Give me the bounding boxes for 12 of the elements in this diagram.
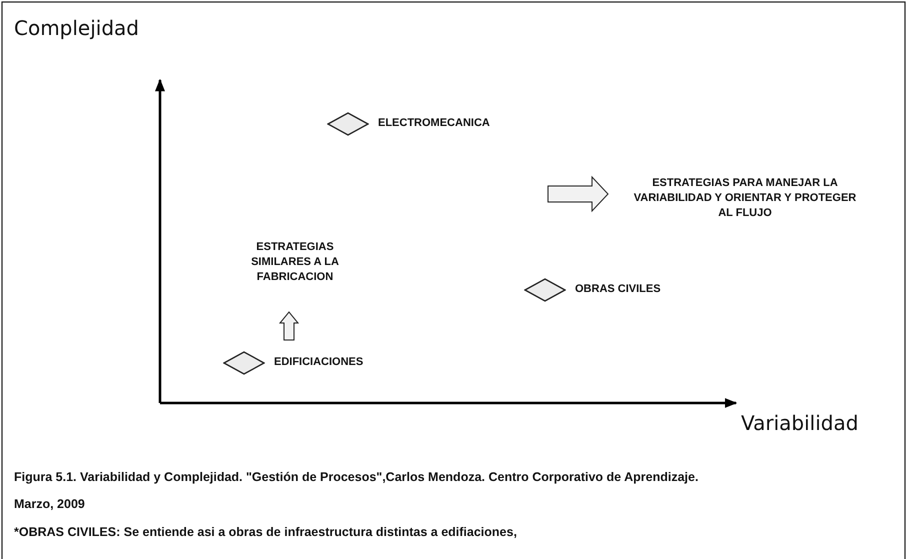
diamond-marker xyxy=(524,278,566,302)
category-label: OBRAS CIVILES xyxy=(575,283,661,295)
footnote-text: *OBRAS CIVILES: Se entiende asi a obras de infraestructura distintas a edifiaciones, xyxy=(14,524,518,541)
axis-title: Variabilidad xyxy=(741,411,860,435)
annotation-text: ESTRATEGIAS PARA MANEJAR LA VARIABILIDAD Y ORIENTAR Y PROTEGER AL FLUJO xyxy=(632,176,858,221)
diamond-marker xyxy=(223,351,265,375)
axis-title: Complejidad xyxy=(14,16,140,40)
category-label: ELECTROMECANICA xyxy=(378,117,490,129)
annotation-text: ESTRATEGIAS SIMILARES A LA FABRICACION xyxy=(250,240,340,285)
diamond-marker xyxy=(327,112,369,136)
figure-caption: Figura 5.1. Variabilidad y Complejidad. "Gestión de Procesos",Carlos Mendoza. Centro Corporativo de Aprendizaje. Marzo, 2009 xyxy=(14,469,700,513)
category-label: EDIFICIACIONES xyxy=(274,356,364,368)
